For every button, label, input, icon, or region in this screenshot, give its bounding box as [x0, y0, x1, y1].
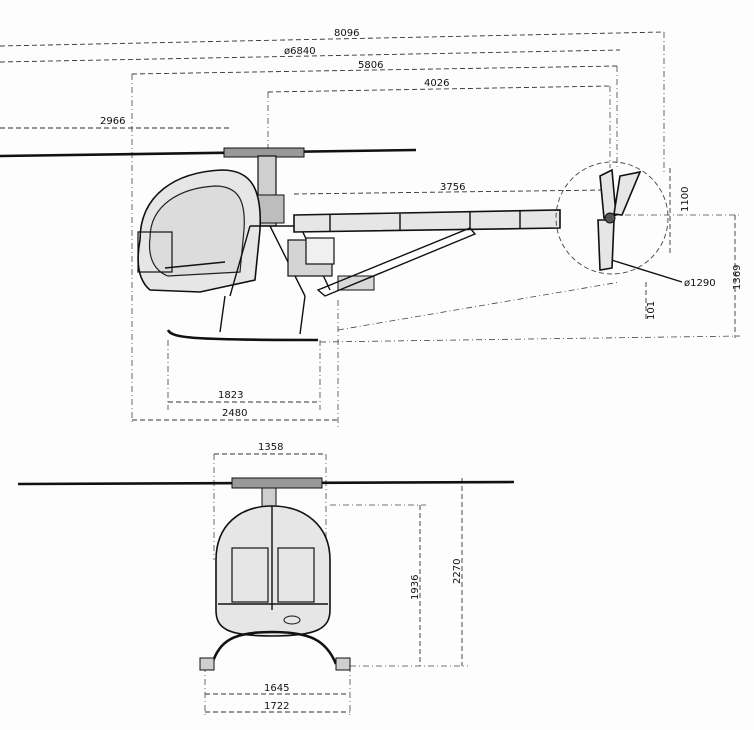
front-rotor-hub: [231, 477, 323, 489]
dim-line-8096: [0, 31, 665, 47]
side-view: 8096 ø6840 5806 4026 2966 3756 ø1290 182…: [0, 28, 743, 428]
instrument-panel: [137, 231, 173, 273]
label-1100: 1100: [680, 187, 691, 212]
label-1369: 1369: [732, 265, 743, 290]
label-2270: 2270: [452, 559, 463, 584]
label-1722: 1722: [264, 701, 289, 712]
tail-strut: [316, 227, 477, 297]
tail-rotor-hub: [604, 212, 616, 224]
label-1645: 1645: [264, 683, 289, 694]
dim-line-3756: [293, 189, 606, 195]
label-2480: 2480: [222, 408, 247, 419]
front-seat-left: [231, 547, 269, 603]
label-101: 101: [646, 301, 657, 320]
skid-struts: [219, 295, 306, 335]
front-view: 1358 1645 1722 1936 2270: [17, 442, 515, 718]
label-1823: 1823: [218, 390, 243, 401]
seat-line: [164, 261, 226, 269]
leader-tail-rotor-dia: [604, 257, 683, 283]
label-1936: 1936: [410, 575, 421, 600]
tail-fin-lower: [597, 219, 615, 271]
front-rotor-mast: [261, 487, 277, 509]
front-skid-cross-tube: [210, 630, 338, 665]
dim-line-4026: [267, 85, 611, 93]
label-6840: ø6840: [284, 46, 316, 57]
dim-line-5806: [131, 65, 618, 75]
ext-line-tail-clearance: [337, 281, 621, 331]
label-8096: 8096: [334, 28, 359, 39]
front-cabin: [215, 505, 331, 637]
label-1358: 1358: [258, 442, 283, 453]
front-skid-left: [199, 657, 215, 671]
label-3756: 3756: [440, 182, 465, 193]
label-1290: ø1290: [684, 278, 716, 289]
tail-rotor-blade-upper: [613, 170, 642, 216]
label-5806: 5806: [358, 60, 383, 71]
front-seat-right: [277, 547, 315, 603]
tail-rotor-disc: [555, 161, 669, 275]
tail-fin-upper: [599, 168, 617, 220]
tailboom: [293, 209, 561, 233]
label-2966: 2966: [100, 116, 125, 127]
front-light: [283, 615, 301, 625]
cabin-window: [148, 185, 245, 277]
front-skid-right: [335, 657, 351, 671]
label-4026: 4026: [424, 78, 449, 89]
landing-skid: [166, 329, 319, 342]
main-rotor-blade: [0, 148, 417, 158]
ext-line-ground: [319, 335, 741, 343]
dim-line-6840: [0, 49, 621, 63]
engine-cowl: [305, 237, 335, 265]
